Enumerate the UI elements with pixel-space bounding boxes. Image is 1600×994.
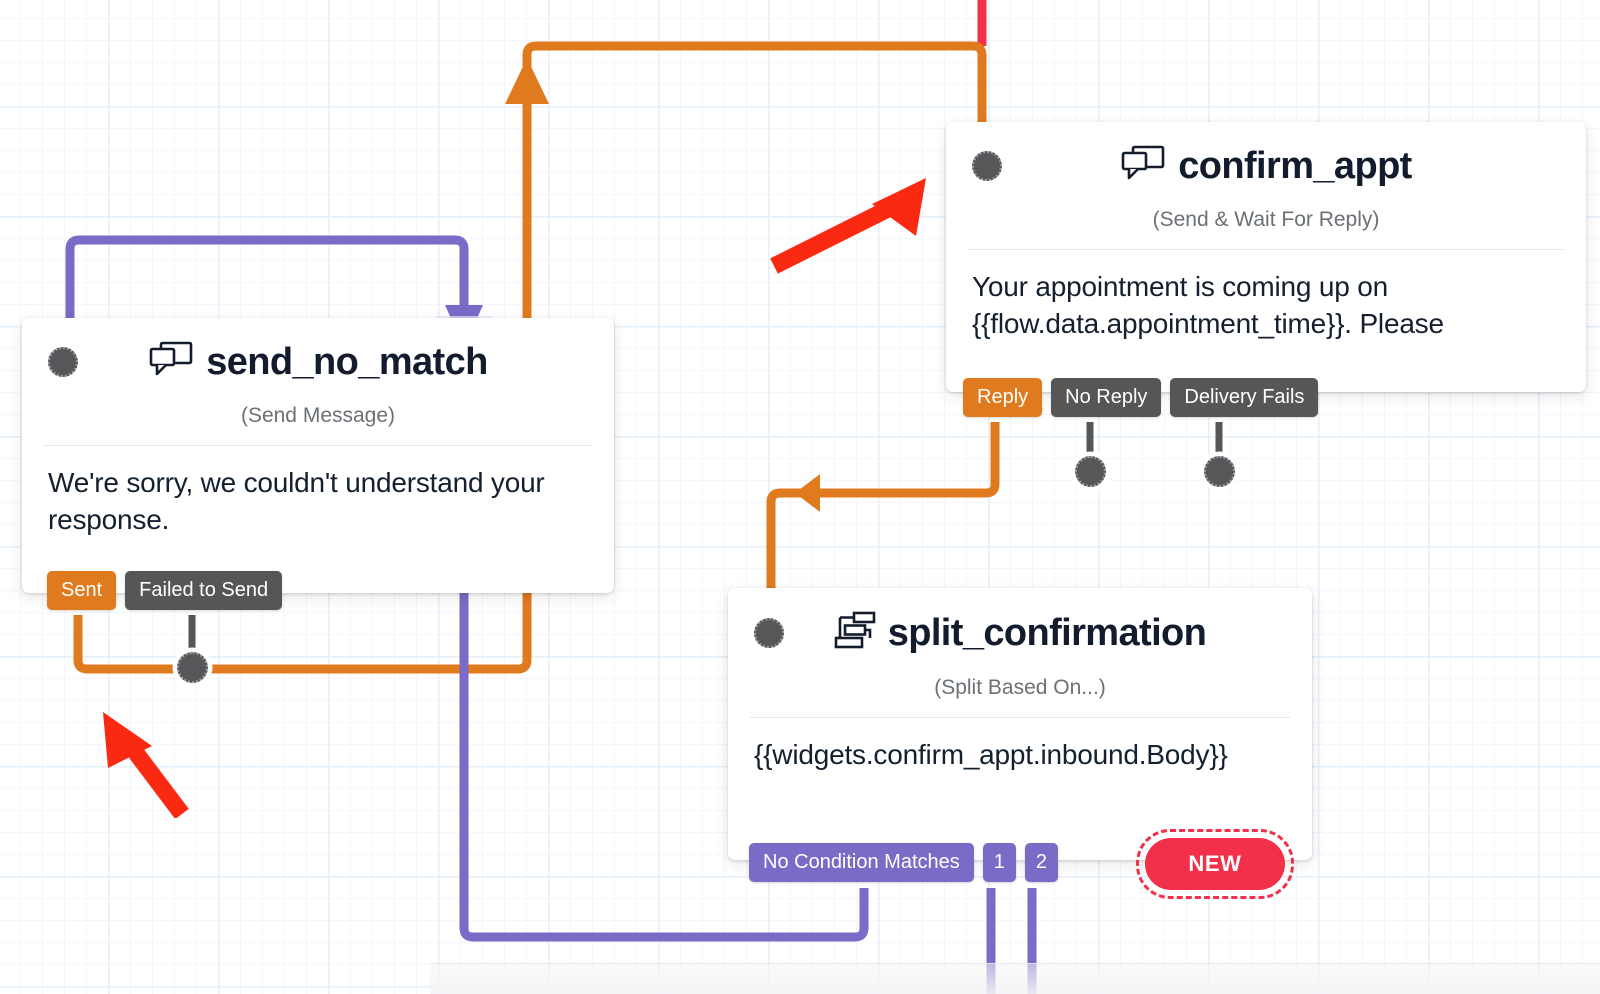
node-header: split_confirmation <box>728 588 1312 655</box>
wire-orange-reply-out <box>818 422 1000 498</box>
endpoint-dot-no-reply[interactable] <box>1075 456 1106 487</box>
node-title: send_no_match <box>206 340 488 383</box>
output-badge-failed-to-send[interactable]: Failed to Send <box>125 571 283 610</box>
outputs-confirm-appt: Reply No Reply Delivery Fails <box>963 378 1319 417</box>
node-header: send_no_match <box>22 318 614 383</box>
output-badge-1[interactable]: 1 <box>982 843 1016 882</box>
node-body-text: {{widgets.confirm_appt.inbound.Body}} <box>754 739 1228 770</box>
split-branch-icon <box>834 610 876 655</box>
node-divider <box>44 445 592 446</box>
wire-orange-sent-out <box>73 615 100 674</box>
node-body-text: Your appointment is coming up on {{flow.… <box>972 271 1444 340</box>
new-widget-label: NEW <box>1188 851 1242 876</box>
outputs-send-no-match: Sent Failed to Send <box>47 571 283 610</box>
wire-orange-into-split <box>766 488 818 600</box>
red-arrow-to-confirm-appt <box>770 178 926 274</box>
chat-bubble-icon <box>148 340 194 383</box>
red-arrow-to-sent-output <box>103 712 189 818</box>
output-badge-sent[interactable]: Sent <box>47 571 117 610</box>
output-badge-delivery-fails[interactable]: Delivery Fails <box>1170 378 1319 417</box>
output-badge-2[interactable]: 2 <box>1024 843 1059 882</box>
output-badge-no-condition-matches[interactable]: No Condition Matches <box>749 843 974 882</box>
output-badge-reply[interactable]: Reply <box>963 378 1043 417</box>
node-send-no-match[interactable]: send_no_match (Send Message) We're sorry… <box>22 318 614 593</box>
node-subtitle: (Split Based On...) <box>934 676 1106 699</box>
new-widget-button[interactable]: NEW <box>1136 829 1294 899</box>
node-subtitle: (Send & Wait For Reply) <box>1152 208 1380 231</box>
wire-purple-top-loop <box>65 235 469 330</box>
node-body-text: We're sorry, we couldn't understand your… <box>48 467 545 536</box>
wire-orange-top-loop <box>522 41 987 135</box>
output-badge-no-reply[interactable]: No Reply <box>1051 378 1162 417</box>
node-title: confirm_appt <box>1178 144 1412 187</box>
node-anchor-dot[interactable] <box>48 346 78 377</box>
chat-bubble-icon <box>1120 144 1166 187</box>
node-subtitle: (Send Message) <box>240 404 396 427</box>
node-header: confirm_appt <box>946 122 1586 187</box>
node-divider <box>750 717 1290 718</box>
node-anchor-dot[interactable] <box>972 150 1002 181</box>
endpoint-dot-delivery-fails[interactable] <box>1204 456 1235 487</box>
node-divider <box>968 249 1564 250</box>
node-title: split_confirmation <box>887 611 1207 654</box>
wire-orange-return-rail <box>95 104 532 674</box>
wire-purple-bottom-loop <box>459 592 869 942</box>
wire-orange-arrowhead-up <box>505 58 549 104</box>
node-confirm-appt[interactable]: confirm_appt (Send & Wait For Reply) You… <box>946 122 1586 392</box>
node-anchor-dot[interactable] <box>754 617 784 648</box>
node-split-confirmation[interactable]: split_confirmation (Split Based On...) {… <box>728 588 1312 860</box>
outputs-split-confirmation: No Condition Matches 1 2 <box>749 843 1059 882</box>
endpoint-dot-failed-to-send[interactable] <box>177 652 208 683</box>
